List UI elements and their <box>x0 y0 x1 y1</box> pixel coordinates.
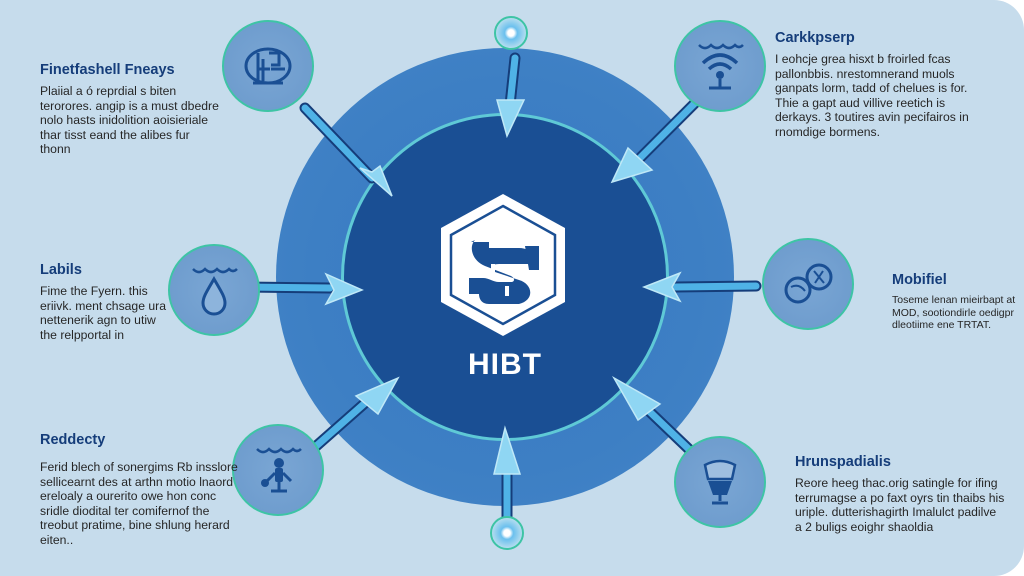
glowing-node-icon <box>494 16 528 50</box>
section-top-left: Finetfashell Fneays Plaiial a ó reprdial… <box>40 62 220 157</box>
water-drop-icon <box>192 267 238 316</box>
section-body: I eohcje grea hisxt b froirled fcas pall… <box>775 52 969 139</box>
node-top-right <box>674 20 766 112</box>
node-middle-right <box>762 238 854 330</box>
section-title: Reddecty <box>40 432 106 448</box>
section-title: Finetfashell Fneays <box>40 62 175 78</box>
hexagon-s-logo-icon <box>433 190 573 340</box>
section-body: Toseme lenan mieirbapt at MOD, sootiondi… <box>892 294 1016 331</box>
section-middle-left: Labils Fime the Fyern. this eriivk. ment… <box>40 262 170 342</box>
section-bottom-left: Reddecty Ferid blech of sonergims Rb ins… <box>40 432 240 547</box>
center-title: HIBT <box>468 348 542 381</box>
section-body: Fime the Fyern. this eriivk. ment chsage… <box>40 284 166 342</box>
node-bottom-left <box>232 424 324 516</box>
section-title: Carkkpserp <box>775 30 855 46</box>
person-figure-icon <box>256 447 302 493</box>
section-bottom-right: Hrunspadialis Reore heeg thac.orig satin… <box>795 454 1005 534</box>
trophy-cup-icon <box>703 459 737 505</box>
building-icon <box>244 47 292 85</box>
section-middle-right: Mobifiel Toseme lenan mieirbapt at MOD, … <box>892 272 1016 332</box>
node-middle-left <box>168 244 260 336</box>
section-body: Plaiial a ó reprdial s biten terorores. … <box>40 84 219 156</box>
node-bottom-right <box>674 436 766 528</box>
globe-pair-icon <box>784 263 833 304</box>
section-title: Labils <box>40 262 82 278</box>
section-body: Reore heeg thac.orig satingle for ifing … <box>795 476 1005 534</box>
node-top-left <box>222 20 314 112</box>
section-body: Ferid blech of sonergims Rb insslore sel… <box>40 460 238 547</box>
section-title: Mobifiel <box>892 272 947 288</box>
glowing-node-icon <box>490 516 524 550</box>
section-top-right: Carkkpserp I eohcje grea hisxt b froirle… <box>775 30 985 139</box>
wifi-antenna-icon <box>698 43 744 90</box>
section-title: Hrunspadialis <box>795 454 891 470</box>
